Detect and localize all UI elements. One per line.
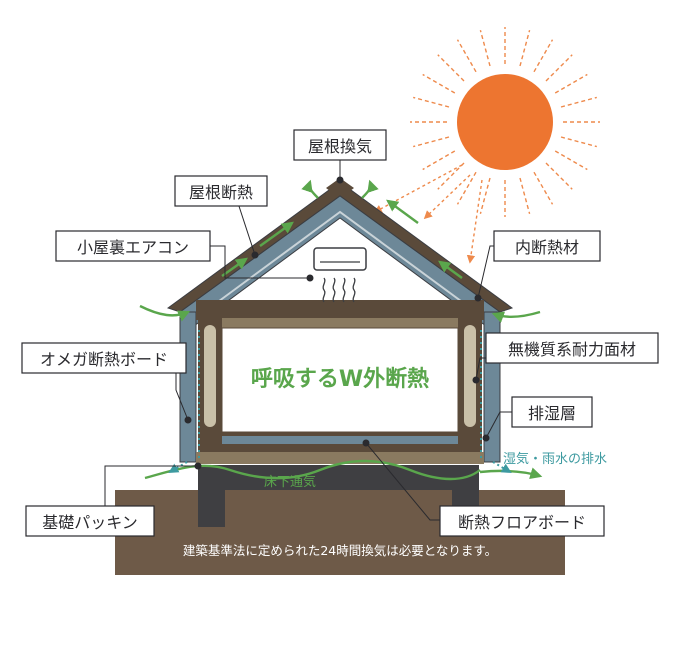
sun-ray	[533, 171, 554, 205]
living-room	[221, 327, 459, 433]
svg-text:屋根換気: 屋根換気	[308, 137, 372, 156]
sun-ray	[437, 54, 465, 82]
sun-ray	[554, 73, 588, 94]
solar-heat-arrows	[373, 164, 483, 264]
floor-board-insulation	[222, 436, 458, 444]
underfloor-text: 床下通気	[264, 474, 316, 490]
sun-ray	[422, 150, 456, 171]
sun-ray	[413, 136, 450, 148]
svg-text:内断熱材: 内断熱材	[515, 238, 579, 257]
floor-sill	[196, 452, 484, 464]
drain-text: 湿気・雨水の排水	[503, 451, 607, 467]
wall-left-outer	[179, 311, 197, 463]
wall-right-insulation	[464, 325, 476, 427]
svg-text:オメガ断熱ボード: オメガ断熱ボード	[40, 350, 168, 369]
label-floor-board: 断熱フロアボード	[439, 505, 605, 537]
label-drain-layer: 排湿層	[511, 396, 593, 428]
sun-ray	[413, 96, 450, 108]
svg-text:基礎パッキン: 基礎パッキン	[42, 513, 138, 532]
foundation-left	[198, 465, 225, 527]
sun-ray	[479, 30, 491, 67]
sun-ray	[533, 39, 554, 73]
foundation	[198, 465, 478, 525]
svg-text:無機質系耐力面材: 無機質系耐力面材	[508, 340, 636, 359]
label-inorganic-panel: 無機質系耐力面材	[485, 332, 659, 364]
sun-ray	[560, 96, 597, 108]
ridge-vent	[326, 178, 354, 191]
svg-text:屋根断熱: 屋根断熱	[189, 183, 253, 202]
sun-ray	[519, 177, 531, 214]
foundation-note: 建築基準法に定められた24時間換気は必要となります。	[183, 543, 497, 558]
label-roof-insulation: 屋根断熱	[174, 175, 268, 207]
svg-text:断熱フロアボード: 断熱フロアボード	[458, 513, 586, 532]
sun-ray	[456, 39, 477, 73]
label-foundation-packing: 基礎パッキン	[25, 505, 155, 537]
airflow-arrows	[139, 179, 543, 481]
sun-ray	[545, 54, 573, 82]
label-omega-board: オメガ断熱ボード	[21, 342, 187, 374]
wall-left-insulation	[204, 325, 216, 427]
svg-text:小屋裏エアコン: 小屋裏エアコン	[77, 238, 189, 257]
sun-ray	[456, 171, 477, 205]
label-inner-insulation: 内断熱材	[493, 230, 601, 262]
sun-ray	[554, 150, 588, 171]
sun-icon	[410, 27, 600, 217]
air-conditioner-icon	[313, 247, 367, 303]
sun-ray	[479, 177, 491, 214]
sun-ray	[519, 30, 531, 67]
ceiling-panel	[222, 318, 458, 328]
label-attic-aircon: 小屋裏エアコン	[55, 230, 211, 262]
drain-layer-dots	[198, 330, 482, 460]
label-roof-ventilation: 屋根換気	[293, 129, 387, 161]
sun-ray	[545, 162, 573, 190]
attic-floor-beam	[196, 300, 484, 320]
drain-arrow	[168, 461, 512, 474]
sun-ray	[437, 162, 465, 190]
sun-ray	[422, 73, 456, 94]
center-title: 呼吸するW外断熱	[251, 366, 429, 392]
sun-ray	[560, 136, 597, 148]
svg-text:排湿層: 排湿層	[528, 404, 576, 423]
